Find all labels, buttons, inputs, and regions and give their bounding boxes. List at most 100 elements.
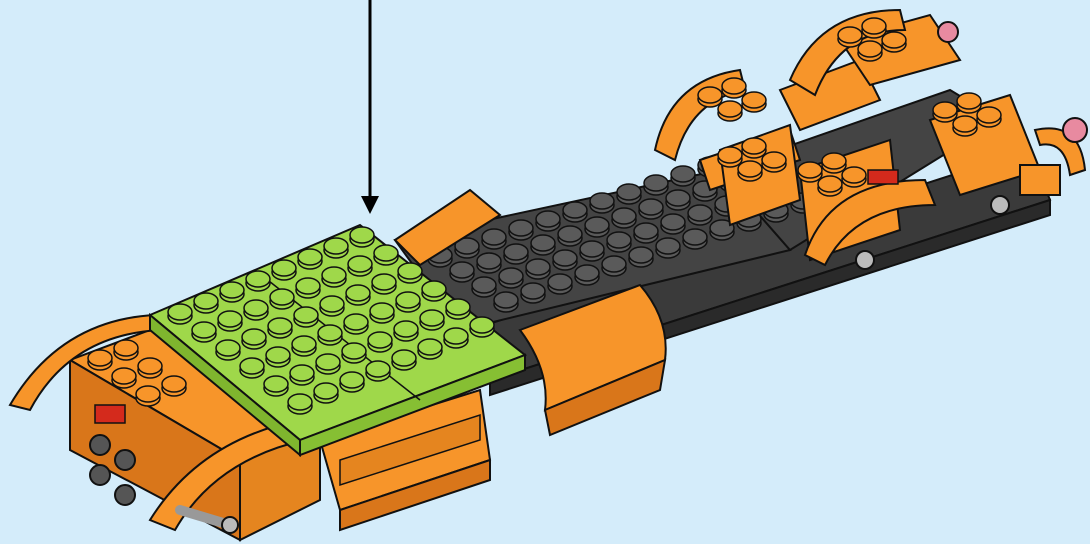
lime-stud-top [350, 227, 374, 243]
orange-stud-top [842, 167, 866, 183]
black-stud-top [521, 283, 545, 299]
lime-stud-top [168, 304, 192, 320]
lime-stud-top [264, 376, 288, 392]
lime-stud-top [242, 329, 266, 345]
black-stud-top [671, 166, 695, 182]
orange-stud-top [698, 87, 722, 103]
lime-stud-top [322, 267, 346, 283]
pink-light [1063, 118, 1087, 142]
lime-stud-top [244, 300, 268, 316]
orange-stud-top [742, 92, 766, 108]
black-stud-top [472, 277, 496, 293]
black-stud-top [563, 202, 587, 218]
black-stud-top [585, 217, 609, 233]
black-stud-top [639, 199, 663, 215]
orange-stud-top [838, 27, 862, 43]
orange-stud-top [718, 147, 742, 163]
black-stud-top [494, 292, 518, 308]
orange-stud-top [818, 176, 842, 192]
lime-stud-top [294, 307, 318, 323]
lime-stud-top [372, 274, 396, 290]
black-stud-top [477, 253, 501, 269]
black-stud-top [656, 238, 680, 254]
lime-stud-top [292, 336, 316, 352]
lime-stud-top [374, 245, 398, 261]
lime-stud-top [220, 282, 244, 298]
orange-stud-top [742, 138, 766, 154]
lime-stud-top [340, 372, 364, 388]
black-stud-top [548, 274, 572, 290]
lime-stud-top [272, 260, 296, 276]
black-stud-top [683, 229, 707, 245]
lime-stud-top [418, 339, 442, 355]
black-stud-top [602, 256, 626, 272]
black-stud-top [661, 214, 685, 230]
orange-stud-top [138, 358, 162, 374]
lime-stud-top [316, 354, 340, 370]
orange-stud-top [798, 162, 822, 178]
black-stud-top [553, 250, 577, 266]
black-stud-top [666, 190, 690, 206]
lime-stud-top [366, 361, 390, 377]
orange-stud-top [762, 152, 786, 168]
orange-stud-top [88, 350, 112, 366]
lime-stud-top [470, 317, 494, 333]
lime-stud-top [298, 249, 322, 265]
lime-stud-top [346, 285, 370, 301]
orange-stud-top [738, 161, 762, 177]
lime-stud-top [288, 394, 312, 410]
black-stud-top [607, 232, 631, 248]
lime-stud-top [392, 350, 416, 366]
black-stud-top [629, 247, 653, 263]
lime-stud-top [396, 292, 420, 308]
orange-stud-top [977, 107, 1001, 123]
orange-stud-top [112, 368, 136, 384]
lime-stud-top [194, 293, 218, 309]
lime-stud-top [444, 328, 468, 344]
lime-stud-top [240, 358, 264, 374]
black-stud-top [617, 184, 641, 200]
black-stud-top [482, 229, 506, 245]
lime-stud-top [370, 303, 394, 319]
lime-stud-top [290, 365, 314, 381]
orange-stud-top [862, 18, 886, 34]
lime-stud-top [394, 321, 418, 337]
black-stud-top [536, 211, 560, 227]
lime-stud-top [296, 278, 320, 294]
lime-stud-top [246, 271, 270, 287]
lime-stud-top [324, 238, 348, 254]
black-stud-top [526, 259, 550, 275]
orange-stud-top [136, 386, 160, 402]
black-stud-top [688, 205, 712, 221]
black-stud-top [612, 208, 636, 224]
lime-stud-top [314, 383, 338, 399]
orange-stud-top [718, 101, 742, 117]
orange-stud-top [162, 376, 186, 392]
lime-stud-top [192, 322, 216, 338]
lime-stud-top [268, 318, 292, 334]
lime-stud-top [342, 343, 366, 359]
black-stud-top [575, 265, 599, 281]
black-stud-top [558, 226, 582, 242]
red-tile [95, 405, 125, 423]
orange-stud-top [882, 32, 906, 48]
lime-stud-top [446, 299, 470, 315]
black-stud-top [531, 235, 555, 251]
lime-stud-top [270, 289, 294, 305]
black-stud-top [504, 244, 528, 260]
orange-stud-top [722, 78, 746, 94]
lime-stud-top [420, 310, 444, 326]
black-stud-top [634, 223, 658, 239]
lime-stud-top [218, 311, 242, 327]
orange-stud-top [822, 153, 846, 169]
orange-stud-top [953, 116, 977, 132]
lime-stud-top [216, 340, 240, 356]
black-stud-top [644, 175, 668, 191]
lime-stud-top [398, 263, 422, 279]
lime-stud-top [320, 296, 344, 312]
orange-stud-top [933, 102, 957, 118]
lime-stud-top [422, 281, 446, 297]
black-stud-top [499, 268, 523, 284]
